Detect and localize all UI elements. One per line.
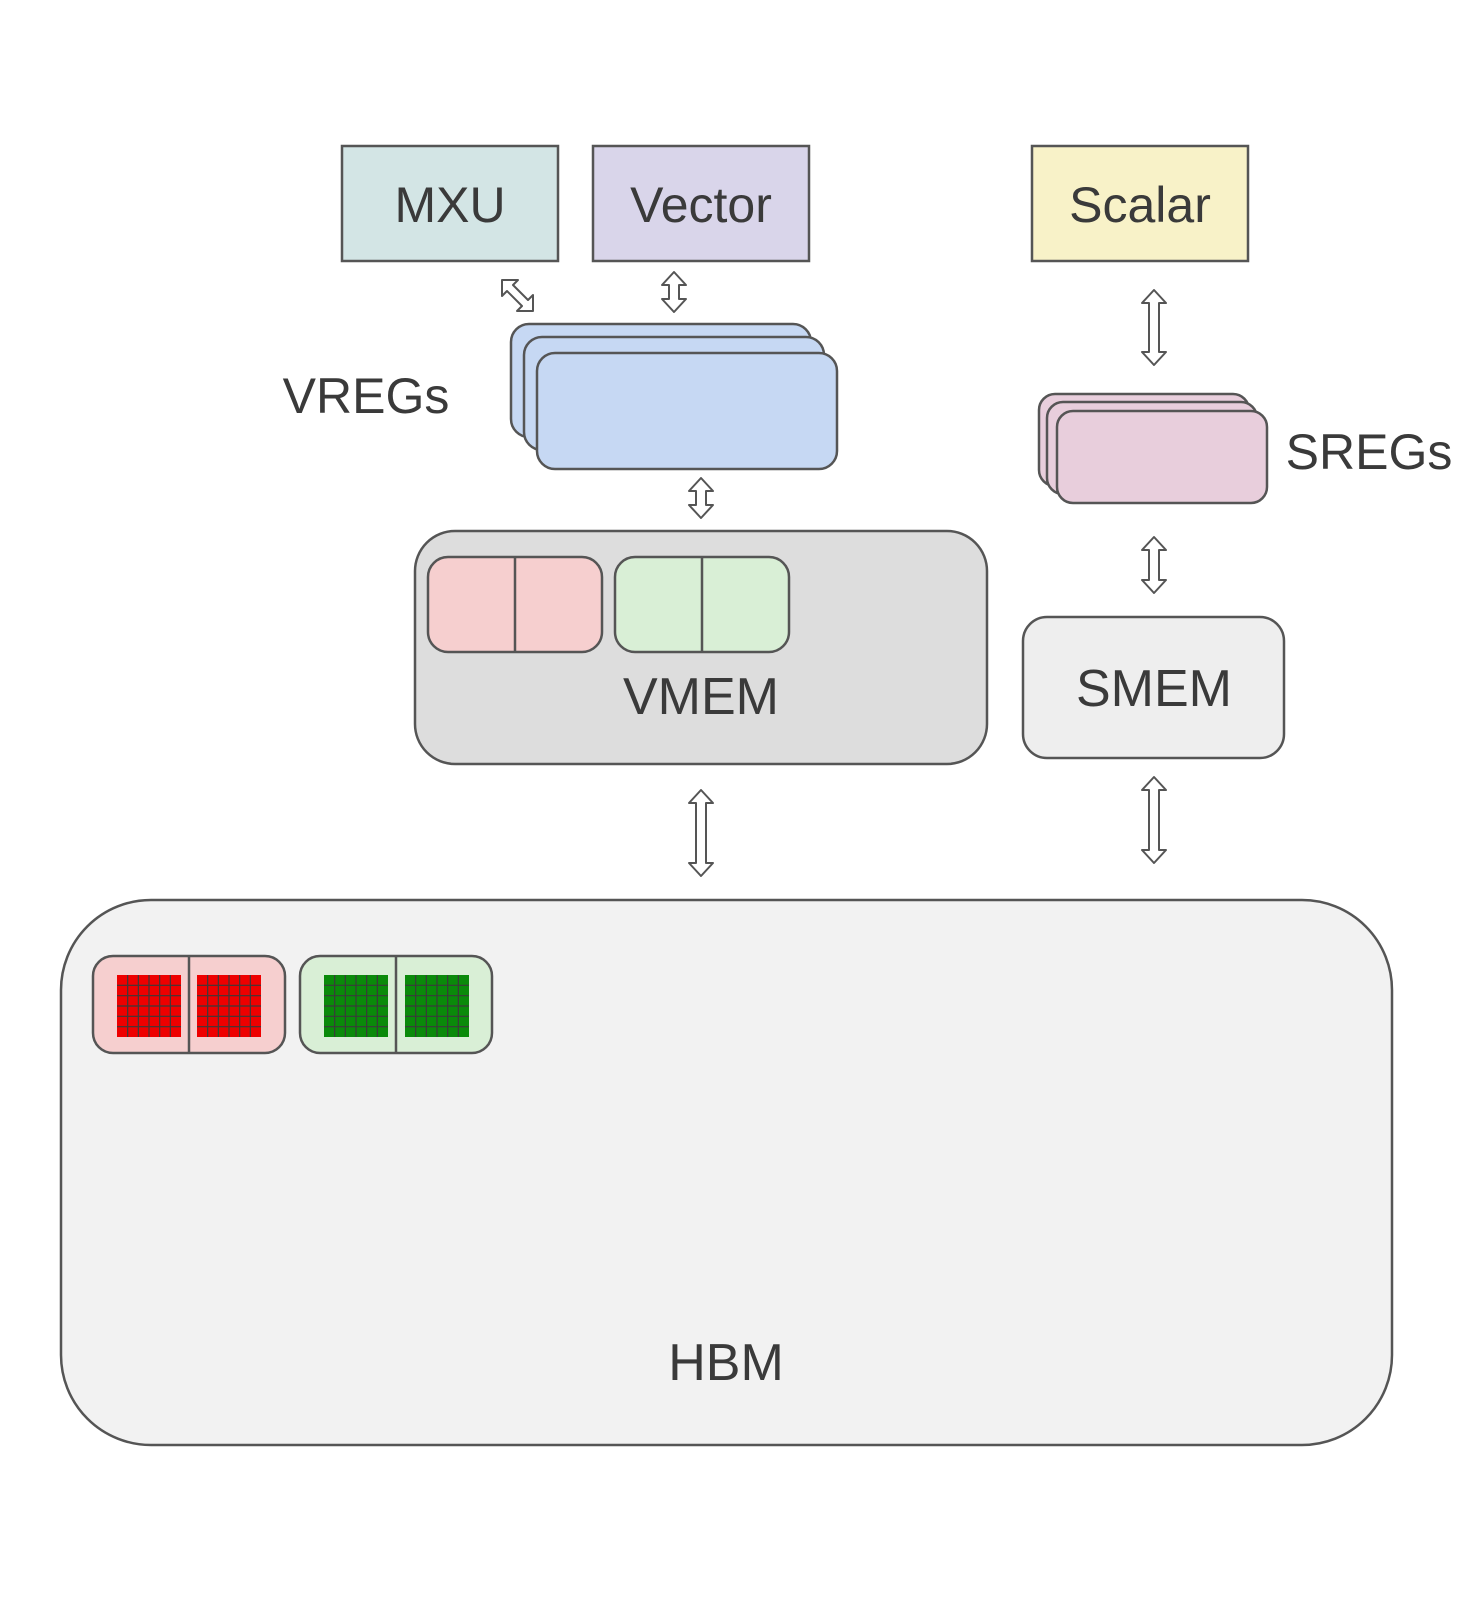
vregs-stack [509,322,839,471]
vmem-label: VMEM [623,668,779,726]
sregs-stack [1037,392,1269,505]
green-tile-grid [405,975,469,1037]
green-tile-grid [324,975,388,1037]
vertical-double-arrow-icon [1141,536,1167,594]
vertical-double-arrow-icon [688,477,714,519]
sregs-label: SREGs [1286,424,1453,480]
vertical-double-arrow-icon [1141,776,1167,864]
hbm-box: HBM [59,898,1394,1447]
vector-unit: Vector [591,144,811,263]
vertical-double-arrow-icon [688,789,714,877]
vmem-box: VMEM [413,529,989,766]
diagonal-double-arrow-icon [501,279,534,312]
vregs-label: VREGs [283,368,450,424]
vertical-double-arrow-icon [661,271,687,313]
mxu-label: MXU [394,177,505,233]
smem-label: SMEM [1076,660,1232,718]
scalar-unit: Scalar [1030,144,1250,263]
mxu-unit: MXU [340,144,560,263]
scalar-label: Scalar [1069,177,1211,233]
red-tile-grid [197,975,261,1037]
vmem-green-buffer [613,555,791,654]
vmem-red-buffer [426,555,604,654]
red-tile-grid [117,975,181,1037]
hbm-red-buffer [91,954,287,1055]
vertical-double-arrow-icon [1141,289,1167,366]
hbm-green-buffer [298,954,494,1055]
vector-label: Vector [630,177,772,233]
smem-box: SMEM [1021,615,1286,760]
hbm-label: HBM [668,1334,784,1392]
